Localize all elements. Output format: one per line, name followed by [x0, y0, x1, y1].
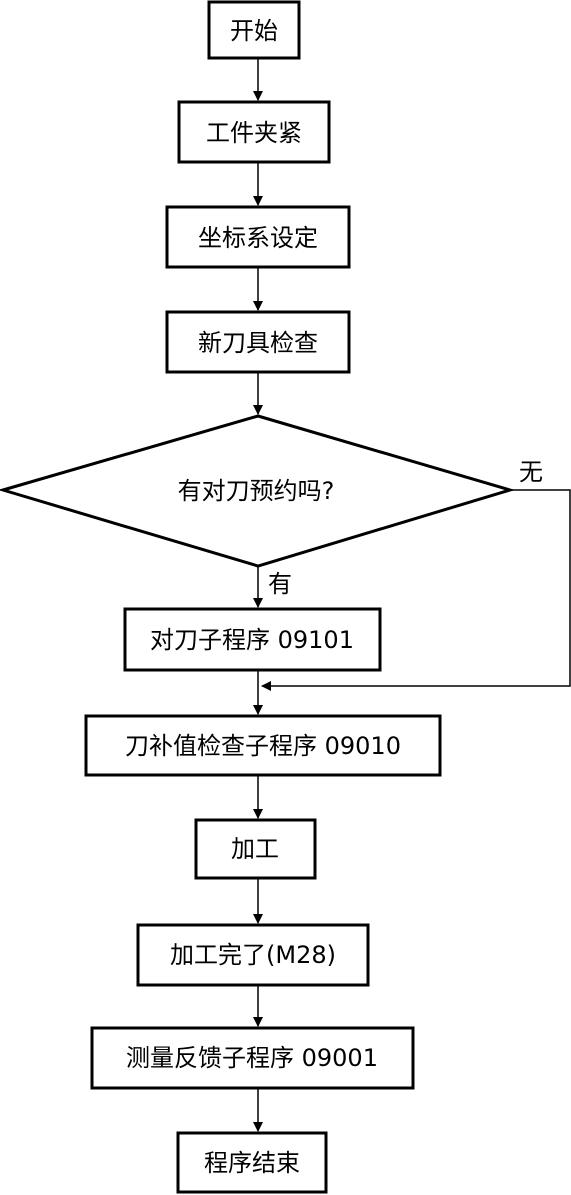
node-machining-label: 加工: [231, 835, 279, 863]
node-end-label: 程序结束: [204, 1149, 300, 1177]
node-decision: 有对刀预约吗?: [0, 414, 516, 568]
node-machining: 加工: [194, 818, 317, 880]
node-offset-check-label: 刀补值检查子程序 09010: [125, 732, 401, 760]
connector-no-branch: [261, 489, 571, 691]
branch-no-label: 无: [519, 458, 543, 486]
node-offset-check: 刀补值检查子程序 09010: [84, 714, 442, 777]
node-coord-label: 坐标系设定: [198, 224, 318, 252]
node-start: 开始: [207, 0, 301, 60]
connectors: [253, 58, 571, 1132]
node-tool-setting-label: 对刀子程序 09101: [150, 626, 354, 654]
node-clamp-label: 工件夹紧: [206, 119, 302, 147]
node-tool-check: 新刀具检查: [165, 310, 351, 374]
node-start-label: 开始: [230, 17, 278, 45]
node-feedback: 测量反馈子程序 09001: [90, 1026, 415, 1090]
node-decision-label: 有对刀预约吗?: [178, 477, 335, 505]
node-machining-done-label: 加工完了(M28): [170, 941, 336, 969]
node-coord: 坐标系设定: [165, 205, 351, 269]
node-end: 程序结束: [176, 1131, 328, 1194]
node-tool-check-label: 新刀具检查: [198, 329, 318, 357]
node-feedback-label: 测量反馈子程序 09001: [126, 1044, 378, 1072]
node-clamp: 工件夹紧: [177, 100, 331, 164]
node-tool-setting: 对刀子程序 09101: [123, 607, 382, 672]
branch-yes-label: 有: [268, 570, 292, 598]
node-machining-done: 加工完了(M28): [136, 923, 370, 987]
